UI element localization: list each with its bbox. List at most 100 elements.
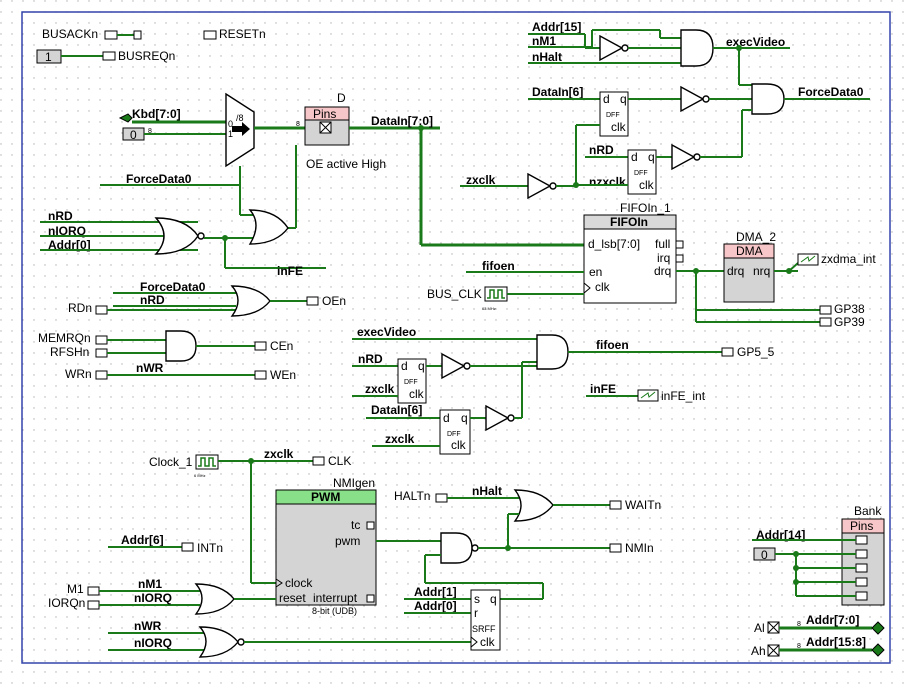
not-gate-dff-mid[interactable]	[671, 143, 696, 171]
not-gate-addr15[interactable]	[599, 34, 624, 62]
d-pin-inst-label: D	[337, 91, 346, 105]
nmigen-label: NMIgen	[333, 476, 375, 490]
dma-component[interactable]: DMA_2 DMA drq nrq zxdma_int	[723, 230, 876, 303]
fifoin-body[interactable]	[583, 214, 677, 304]
busreqn-block[interactable]: 1 BUSREQn	[36, 49, 175, 64]
nmin-label: NMIn	[625, 541, 654, 555]
zxclk-label-3: zxclk	[385, 432, 415, 446]
dff-fifo-2[interactable]	[439, 409, 471, 455]
m1-iorq-logic[interactable]: M1 nM1 IORQn nIORQ	[48, 577, 276, 615]
clock-block[interactable]: Clock_1 6 MHz zxclk CLK	[149, 447, 351, 584]
dff-top-clk: clk	[611, 120, 627, 134]
fifoin-en-pin: en	[589, 265, 602, 279]
infe-logic[interactable]: nRD nIORQ Addr[0] inFE	[40, 209, 326, 278]
dff-mid[interactable]	[627, 149, 657, 195]
or-gate-infe[interactable]	[154, 217, 199, 255]
memrqn-pin[interactable]	[95, 335, 108, 345]
or-gate-oen[interactable]	[230, 285, 271, 317]
or-gate-waitn[interactable]	[513, 489, 554, 522]
cen-pin[interactable]	[254, 341, 267, 351]
dff-top[interactable]	[599, 91, 629, 137]
busackn-pin[interactable]	[104, 30, 118, 40]
not-gate-fifo-2[interactable]	[485, 404, 510, 432]
wrn-pin[interactable]	[95, 370, 108, 380]
oen-label: OEn	[322, 294, 346, 308]
al-label: Al	[754, 621, 765, 635]
pwm-body[interactable]	[275, 489, 377, 606]
and-gate-fifoen[interactable]	[536, 334, 569, 370]
dff-fifo-1[interactable]	[397, 358, 427, 404]
nzxclk-label: nzxclk	[589, 175, 626, 189]
dff-fifo-2-title: DFF	[447, 431, 461, 438]
gp38-pin[interactable]	[819, 305, 832, 315]
pwm-interrupt-pin: interrupt	[313, 591, 358, 605]
mux-out-width-label: 8	[296, 121, 300, 128]
haltn-pin[interactable]	[435, 493, 448, 503]
oen-logic[interactable]: ForceData0 nRD RDn OEn	[68, 280, 346, 317]
fifoin-component[interactable]: FIFOIn_1 FIFOIn d_lsb[7:0] full irq drq …	[583, 201, 724, 322]
kbd-mux-block[interactable]: Kbd[7:0] 0 8 0 1 /8 8	[118, 92, 305, 185]
not-gate-zxclk[interactable]	[527, 172, 552, 200]
dma-nrq-pin: nrq	[753, 264, 770, 278]
srff-body[interactable]	[470, 589, 501, 651]
d-pins-component[interactable]: D Pins OE active High DataIn[7:0]	[304, 91, 584, 247]
gp5-5-pin[interactable]	[721, 347, 734, 357]
d-pins-title: Pins	[313, 107, 336, 121]
halt-nmi-logic[interactable]: HALTn nHalt WAITn NMIn	[394, 484, 661, 600]
and-gate-execvideo[interactable]	[680, 29, 714, 67]
pwm-component[interactable]: NMIgen PWM tc pwm clock reset interrupt …	[275, 476, 441, 616]
and-gate-forcedata0[interactable]	[751, 83, 785, 115]
bank-pins-component[interactable]: Bank Pins Addr[14] 0	[752, 504, 885, 606]
infe-int-icon[interactable]	[637, 389, 659, 402]
or-gate-infe-2[interactable]	[248, 209, 289, 245]
gp5-5-label: GP5_5	[737, 345, 775, 359]
addr1-label: Addr[1]	[414, 585, 457, 599]
mux-arrow-icon	[232, 122, 250, 136]
rdn-label: RDn	[68, 301, 92, 315]
nrd-label-top: nRD	[589, 143, 614, 157]
and-gate-cen[interactable]	[165, 330, 197, 362]
busackn-block[interactable]: BUSACKn	[42, 27, 142, 41]
not-gate-dff-top[interactable]	[680, 85, 705, 113]
addr7-0-label: Addr[7:0]	[806, 613, 859, 627]
wen-logic[interactable]: WRn nWR WEn	[65, 361, 296, 382]
zxdma-int-icon[interactable]	[797, 253, 819, 266]
srff-component[interactable]: Addr[1] Addr[0] s q r SRFF clk	[404, 585, 501, 651]
nand-gate-nmi[interactable]	[440, 532, 473, 564]
fifoen-logic[interactable]: execVideo nRD d q DFF clk zxclk DataIn[6…	[352, 325, 775, 455]
rfshn-pin[interactable]	[95, 348, 108, 358]
wen-pin[interactable]	[254, 370, 267, 380]
iorqn-pin[interactable]	[87, 600, 100, 610]
or-gate-m1-iorq[interactable]	[194, 583, 235, 615]
execvideo-logic[interactable]: Addr[15] nM1 nHalt execVideo DataIn[6] d…	[460, 20, 870, 200]
nmin-pin[interactable]	[609, 543, 622, 553]
srff-s-pin: s	[474, 592, 480, 606]
or-gate-bottom[interactable]	[198, 626, 239, 658]
bus-clk-icon[interactable]	[484, 286, 508, 302]
kbd-port-icon[interactable]	[118, 113, 133, 123]
bottom-or-logic[interactable]: nWR nIORQ	[108, 619, 471, 658]
busreqn-pin[interactable]	[102, 51, 116, 61]
waitn-pin[interactable]	[609, 500, 622, 510]
infe-net-label: inFE	[277, 264, 303, 278]
pwm-tc-term	[366, 521, 375, 530]
resetn-block[interactable]: RESETn	[203, 27, 266, 41]
mux-in1-label: 1	[228, 129, 233, 139]
intn-pin[interactable]	[181, 542, 194, 552]
resetn-pin[interactable]	[203, 30, 217, 40]
clock1-icon[interactable]	[195, 454, 219, 470]
fifoin-full-term	[675, 240, 684, 249]
addr7-0-port-icon[interactable]	[871, 621, 885, 635]
cen-logic[interactable]: MEMRQn RFSHn CEn	[38, 330, 293, 362]
nwr-label-2: nWR	[134, 619, 162, 633]
addr15-8-port-icon[interactable]	[871, 643, 885, 657]
not-gate-fifo-1[interactable]	[441, 352, 466, 380]
infe-int-block[interactable]: inFE inFE_int	[586, 382, 706, 403]
rdn-pin[interactable]	[95, 305, 108, 315]
m1-pin[interactable]	[87, 586, 100, 596]
oen-pin[interactable]	[306, 296, 319, 306]
clk-pin[interactable]	[312, 456, 325, 466]
gp39-pin[interactable]	[819, 317, 832, 327]
address-ports[interactable]: Al 8 Addr[7:0] Ah 8 Addr[15:8]	[751, 613, 885, 658]
